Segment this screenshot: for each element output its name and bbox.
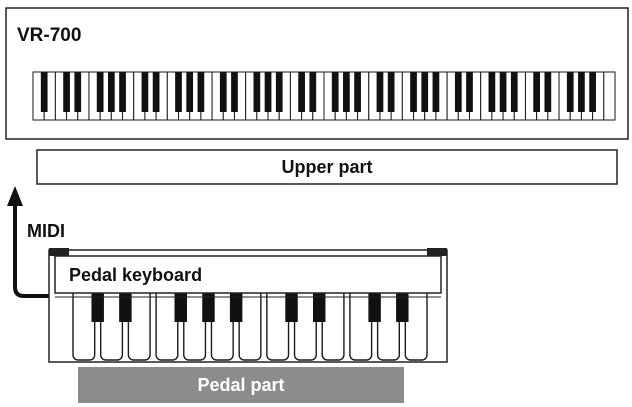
black-key <box>387 72 395 112</box>
black-key <box>186 72 194 112</box>
upper-part-frame <box>36 149 618 185</box>
black-key <box>197 72 205 112</box>
pedal-left-cheek <box>49 248 69 256</box>
black-key <box>544 72 552 112</box>
midi-arrow-line <box>13 204 50 298</box>
black-key <box>63 72 70 112</box>
pedal-white-key <box>238 289 262 361</box>
vr700-model-name: VR-700 <box>17 25 81 46</box>
white-key <box>603 71 616 121</box>
black-key <box>219 72 227 112</box>
upper-part-label: Upper part <box>281 157 372 177</box>
vr700-keyboard: VR-700 <box>5 7 629 140</box>
midi-arrowhead-icon <box>7 186 23 206</box>
pedal-keyboard-panel <box>54 255 442 294</box>
pedal-keyboard-label: Pedal keyboard <box>69 265 202 285</box>
black-key <box>175 72 182 112</box>
black-key <box>533 72 541 112</box>
pedal-black-key <box>229 290 243 322</box>
pedal-part-label: Pedal part <box>197 375 284 395</box>
pedal-white-key <box>155 289 179 361</box>
pedal-black-key <box>285 290 298 322</box>
black-key <box>578 72 585 112</box>
pedal-white-key <box>404 289 428 361</box>
pedal-part-box: Pedal part <box>78 367 404 403</box>
black-key <box>309 72 317 112</box>
pedal-right-cheek <box>427 248 447 256</box>
black-key <box>298 72 305 112</box>
black-key <box>432 72 440 112</box>
black-key <box>488 72 496 112</box>
pedal-black-key <box>368 290 381 322</box>
pedal-white-key <box>210 289 234 361</box>
pedal-white-key <box>72 289 96 361</box>
midi-connection-arrow: MIDI <box>7 186 65 298</box>
pedal-white-key <box>321 289 345 361</box>
black-key <box>96 72 104 112</box>
black-key <box>421 72 429 112</box>
black-key <box>40 72 48 112</box>
black-key <box>410 72 417 112</box>
black-key <box>231 72 238 112</box>
pedal-white-key <box>266 289 290 361</box>
black-key <box>253 72 261 112</box>
black-key <box>510 72 518 112</box>
black-key <box>331 72 339 112</box>
black-key <box>152 72 160 112</box>
pedal-white-key <box>183 289 207 361</box>
black-key <box>264 72 272 112</box>
upper-part-box: Upper part <box>36 149 618 185</box>
pedal-black-key <box>313 290 326 322</box>
pedal-black-key <box>119 290 132 322</box>
pedal-white-key <box>349 289 373 361</box>
black-key <box>566 72 574 112</box>
black-key <box>275 72 283 112</box>
pedal-black-key <box>174 290 187 322</box>
pedal-keyboard: Pedal keyboard <box>48 248 448 363</box>
black-key <box>119 72 126 112</box>
black-key <box>141 72 149 112</box>
pedal-white-key <box>99 289 124 361</box>
black-key <box>354 72 361 112</box>
pedal-black-key <box>396 290 409 322</box>
pedal-black-key <box>91 290 104 322</box>
pedal-white-key <box>127 289 151 361</box>
vr700-keybed <box>32 71 616 121</box>
pedal-black-key <box>202 290 215 322</box>
black-key <box>454 72 462 112</box>
black-key <box>74 72 82 112</box>
pedal-part-frame <box>78 367 404 403</box>
black-key <box>376 72 384 112</box>
midi-label: MIDI <box>27 221 65 241</box>
black-key <box>499 72 507 112</box>
pedal-white-key <box>376 289 401 361</box>
black-key <box>589 72 596 112</box>
black-key <box>343 72 350 112</box>
black-key <box>107 72 115 112</box>
pedal-white-key <box>293 289 317 361</box>
black-key <box>466 72 473 112</box>
